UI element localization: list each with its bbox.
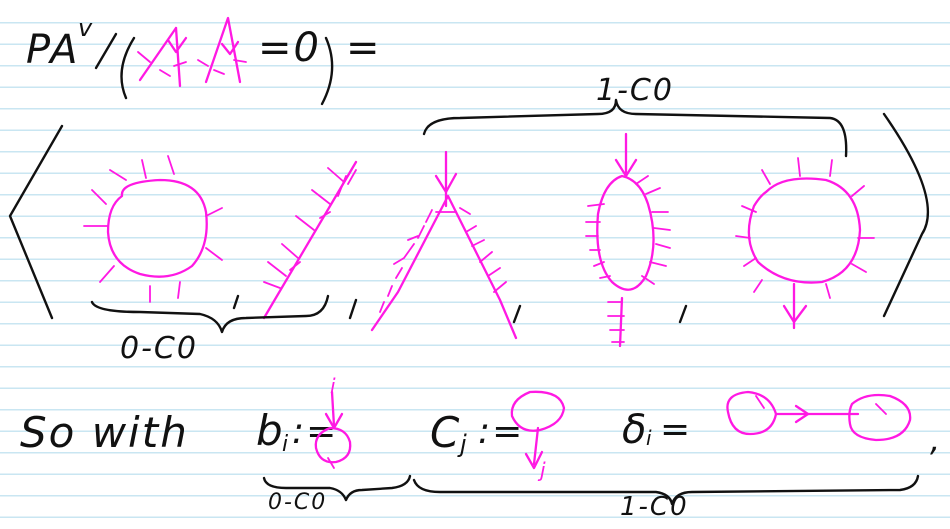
b-subscript: i bbox=[282, 432, 291, 457]
equals-label: = bbox=[346, 25, 382, 71]
left-paren-small bbox=[120, 36, 136, 100]
comma bbox=[512, 304, 522, 324]
bottom-left-brace bbox=[90, 294, 330, 334]
right-angle-bracket bbox=[882, 112, 930, 318]
delta-assign: = bbox=[660, 409, 693, 450]
hairy-line-icon bbox=[262, 160, 358, 320]
comma bbox=[348, 298, 358, 320]
right-paren-small bbox=[320, 36, 334, 106]
vertex-diagram-icon bbox=[137, 26, 188, 88]
so-with-label: So with bbox=[20, 408, 189, 457]
line3-left-brace bbox=[262, 474, 412, 502]
line3-left-brace-label: 0-C0 bbox=[268, 490, 328, 515]
c-subscript: j bbox=[460, 430, 469, 458]
b-index-label: i bbox=[330, 374, 338, 398]
delta-label: δ bbox=[622, 407, 649, 453]
trailing-comma: , bbox=[930, 421, 943, 459]
delta-subscript: i bbox=[646, 426, 654, 450]
circle-tail-icon bbox=[510, 390, 566, 470]
comma bbox=[232, 294, 240, 310]
eye-loop-icon bbox=[585, 132, 671, 348]
dumbbell-icon bbox=[726, 390, 912, 442]
bottom-brace-label: 0-C0 bbox=[120, 331, 198, 366]
pa-superscript: v bbox=[78, 14, 95, 42]
circle-with-hairs-icon bbox=[83, 155, 223, 303]
left-angle-bracket bbox=[8, 124, 64, 320]
top-brace bbox=[422, 98, 848, 158]
slash-stroke bbox=[94, 32, 118, 70]
c-label: C bbox=[430, 408, 462, 457]
circle-tail-icon bbox=[314, 390, 352, 469]
equals-zero-label: =0 bbox=[258, 25, 321, 71]
b-label: b bbox=[256, 406, 285, 455]
wedge-icon bbox=[370, 150, 518, 340]
circle-tail-icon bbox=[735, 157, 875, 330]
c-index-label: j bbox=[540, 458, 548, 482]
line3-right-brace bbox=[412, 474, 920, 506]
pa-label: PA bbox=[26, 27, 80, 73]
top-brace-label: 1-C0 bbox=[596, 73, 674, 108]
vertex-diagram-icon bbox=[197, 16, 247, 84]
comma bbox=[678, 304, 688, 324]
